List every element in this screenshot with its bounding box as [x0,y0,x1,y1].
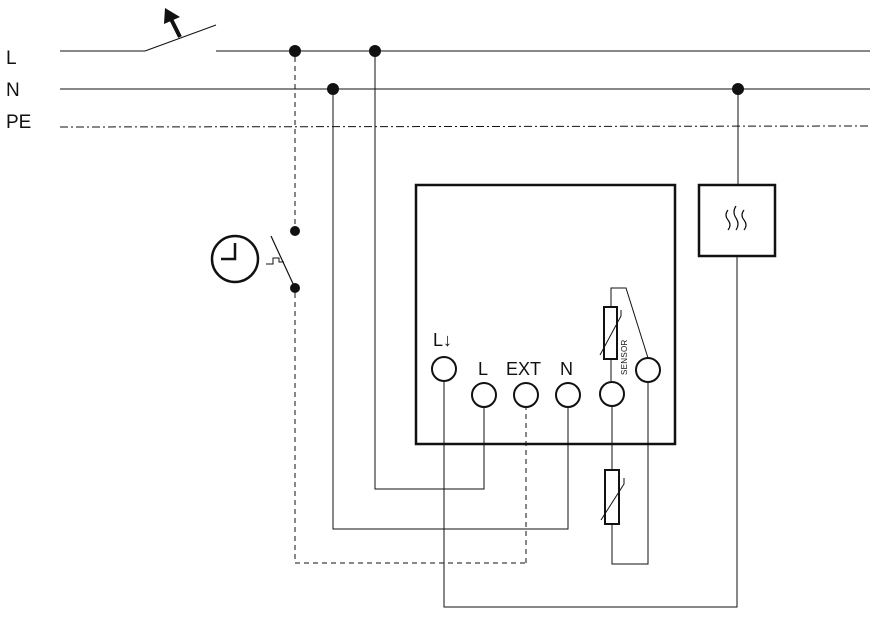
heat-waves-icon [725,205,747,231]
wire-neutral-feed [332,95,569,530]
terminal-external [513,382,539,408]
junction-dot [732,83,744,95]
switch-arrow-icon [164,8,182,38]
terminal-line [471,382,497,408]
timer-switch [266,226,300,293]
line-rail [60,24,870,52]
wire-line-feed [374,57,485,490]
wire-sensor-b [611,383,649,565]
junction-dot [289,45,301,57]
junction-dot [369,45,381,57]
terminal-sensor-2 [635,357,661,383]
terminal-label-neutral: N [560,359,573,379]
sensor-label: SENSOR [620,339,629,375]
terminal-label-load-output: L↓ [433,330,452,350]
earth-rail [59,125,871,128]
terminal-load-output [431,356,457,382]
junction-dot [327,83,339,95]
terminal-neutral [555,382,581,408]
thermostat-box [414,183,677,446]
terminal-label-external: EXT [506,359,541,379]
terminal-sensor-1 [599,381,625,407]
wire-sensor-internal [610,287,649,359]
terminal-label-line: L [478,359,488,379]
external-thermistor [600,469,625,525]
rail-label-line: L [6,48,17,69]
timer-control-line [294,57,527,564]
terminals [431,356,661,408]
rail-label-earth: PE [6,112,31,133]
clock-icon [210,234,260,284]
wire-load-output [443,256,738,608]
rail-label-neutral: N [6,80,20,101]
internal-thermistor [599,306,622,360]
junction-dots [289,45,744,95]
wires [332,57,739,608]
